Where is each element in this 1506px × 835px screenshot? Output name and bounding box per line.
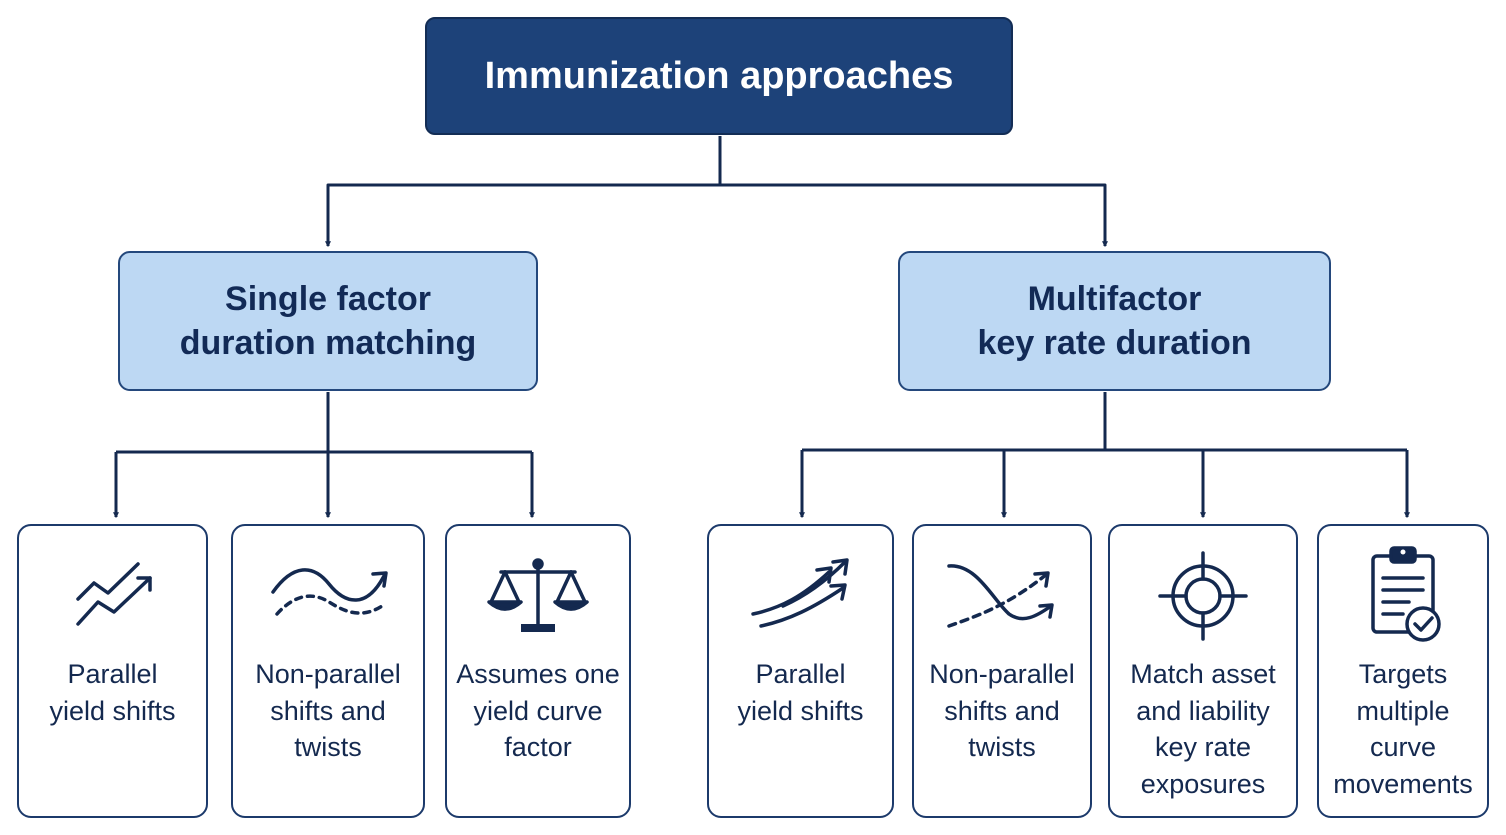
leaf-label-line: and liability — [1136, 695, 1270, 726]
connector-root-to-right — [720, 183, 1108, 248]
leaf-label-line: yield shifts — [49, 695, 176, 726]
connector-root-to-left — [325, 183, 720, 248]
branch-title-line: key rate duration — [977, 324, 1252, 362]
leaf-label-line: Targets — [1358, 659, 1448, 689]
branch-title-line: duration matching — [179, 324, 477, 362]
leaf-label-line: exposures — [1140, 768, 1266, 799]
branch-node-single-factor: Single factor duration matching — [118, 251, 538, 391]
leaf-label-line: Match asset — [1130, 659, 1276, 689]
parallel-trend-icon — [19, 554, 206, 638]
parallel-curves-arrows-icon — [709, 554, 892, 638]
leaf-label-line: curve — [1369, 732, 1437, 762]
leaf-label-line: shifts and — [270, 695, 386, 726]
leaf-card-one-factor: Assumes one yield curve factor — [445, 524, 631, 818]
leaf-card-parallel-shifts: Parallel yield shifts — [17, 524, 208, 818]
branch-title-line: Single factor — [225, 280, 431, 318]
leaf-label-line: multiple — [1356, 695, 1450, 726]
leaf-label-line: shifts and — [944, 695, 1060, 726]
leaf-label-line: Non-parallel — [255, 659, 401, 689]
twisting-curves-icon — [914, 554, 1090, 638]
branch-node-multifactor: Multifactor key rate duration — [898, 251, 1331, 391]
leaf-label-line: Assumes one — [456, 659, 620, 689]
root-node: Immunization approaches — [425, 17, 1013, 135]
root-title: Immunization approaches — [484, 54, 954, 97]
leaf-card-kr-nonparallel-shifts: Non-parallel shifts and twists — [912, 524, 1092, 818]
leaf-label-line: twists — [294, 732, 362, 762]
leaf-label-line: factor — [504, 732, 572, 762]
leaf-label-line: movements — [1333, 768, 1473, 799]
target-crosshair-icon — [1110, 551, 1296, 641]
leaf-label-line: key rate — [1154, 732, 1252, 762]
leaf-label-line: Non-parallel — [929, 659, 1075, 689]
leaf-card-multiple-curves: Targets multiple curve movements — [1317, 524, 1489, 818]
leaf-label-line: yield shifts — [737, 695, 864, 726]
clipboard-check-icon — [1319, 546, 1487, 642]
leaf-label-line: Parallel — [67, 659, 158, 689]
leaf-card-nonparallel-shifts: Non-parallel shifts and twists — [231, 524, 425, 818]
leaf-card-kr-exposures: Match asset and liability key rate expos… — [1108, 524, 1298, 818]
leaf-label-line: twists — [968, 732, 1036, 762]
leaf-label-line: Parallel — [755, 659, 846, 689]
wave-shift-icon — [233, 554, 423, 638]
leaf-card-kr-parallel-shifts: Parallel yield shifts — [707, 524, 894, 818]
balance-scale-icon — [447, 554, 629, 638]
leaf-label-line: yield curve — [473, 695, 603, 726]
branch-title-line: Multifactor — [1027, 280, 1202, 318]
